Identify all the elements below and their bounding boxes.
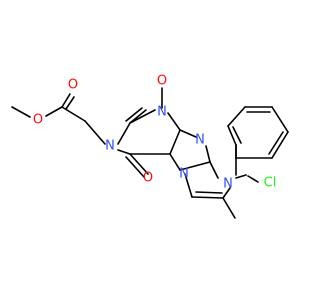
bond — [65, 96, 75, 110]
bond — [222, 187, 231, 199]
bond — [209, 161, 219, 179]
bond — [169, 153, 181, 171]
atom-label-cl: Cl — [264, 176, 277, 191]
bond-lines — [11, 87, 289, 219]
atom-label-n7: N — [179, 167, 189, 182]
bond — [184, 173, 193, 198]
bond — [125, 156, 145, 178]
bond — [247, 175, 259, 183]
bond — [271, 106, 289, 133]
bond — [227, 125, 237, 146]
atom-label-o-c2: O — [157, 74, 167, 89]
bond — [191, 196, 224, 199]
bond — [167, 112, 181, 131]
bond — [125, 107, 143, 122]
bond — [84, 120, 106, 145]
bond — [117, 122, 131, 145]
bond — [61, 106, 86, 122]
bond — [271, 131, 289, 159]
atom-label-o-methoxy: O — [33, 113, 43, 128]
bond — [232, 126, 242, 144]
atom-label-n9: N — [223, 177, 233, 192]
atom-label-n1: N — [157, 105, 167, 120]
bond — [235, 174, 247, 179]
atom-label-n3: N — [105, 139, 115, 154]
bond — [179, 129, 197, 138]
bond — [169, 129, 181, 155]
atom-label-o-ester: O — [68, 78, 78, 93]
bond — [195, 191, 223, 194]
bond — [227, 106, 246, 127]
bond — [45, 106, 63, 117]
atom-labels: O O O O N N N N N Cl — [33, 74, 276, 192]
bond — [268, 131, 284, 155]
bond — [117, 149, 131, 155]
bond — [129, 153, 149, 175]
molecule-structure: O O O O N N N N N Cl — [11, 74, 289, 219]
bond — [11, 106, 31, 118]
bond — [222, 197, 236, 219]
bond — [129, 109, 156, 124]
bond — [179, 161, 211, 171]
bond — [205, 145, 211, 163]
atom-label-o-c6: O — [143, 171, 153, 186]
bond — [61, 93, 71, 108]
atom-label-n-bridge: N — [195, 133, 205, 148]
